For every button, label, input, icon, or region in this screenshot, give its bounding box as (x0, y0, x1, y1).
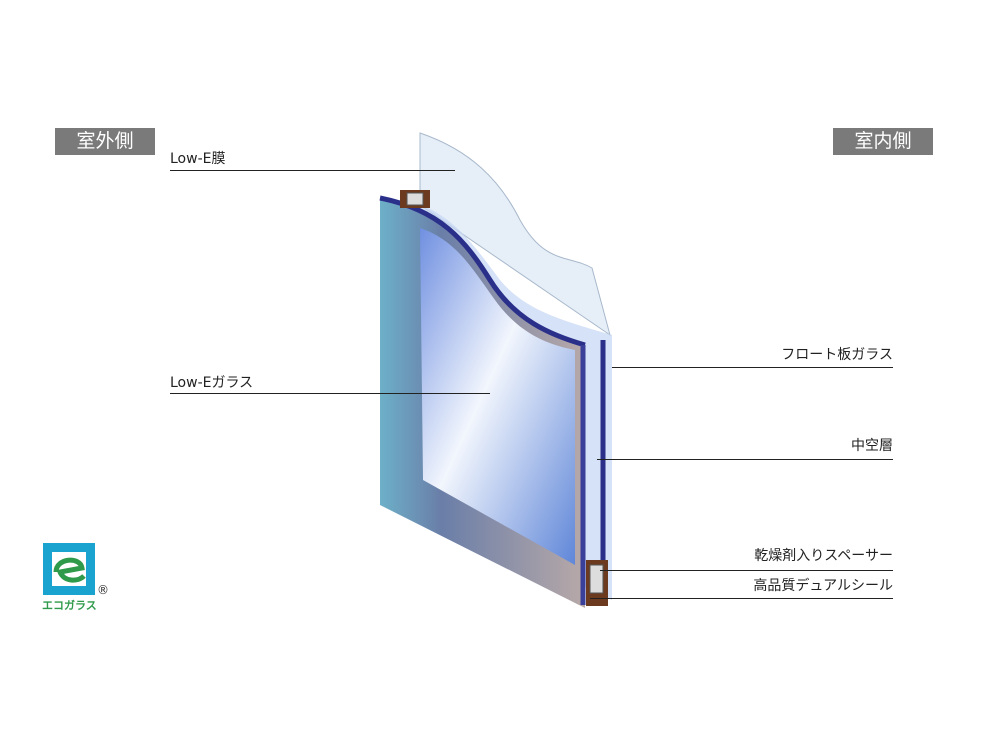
label-lowe-film: Low-E膜 (170, 151, 226, 167)
leader-lowe-film (170, 170, 455, 171)
label-hollow-layer: 中空層 (851, 438, 893, 454)
leader-seal (590, 598, 893, 599)
leader-spacer (600, 570, 893, 571)
label-seal: 高品質デュアルシール (753, 578, 893, 594)
leader-float-glass (612, 367, 893, 368)
label-float-glass: フロート板ガラス (781, 347, 893, 363)
lowe-film-pane (419, 132, 611, 337)
outdoor-side-tag: 室外側 (55, 128, 155, 155)
leader-lowe-glass (170, 393, 490, 394)
label-spacer: 乾燥剤入りスペーサー (754, 548, 893, 564)
label-lowe-glass: Low-Eガラス (170, 375, 254, 391)
indoor-side-tag: 室内側 (833, 128, 933, 155)
lowe-glass-opening (420, 228, 575, 565)
eco-glass-logo-text: エコガラス (42, 599, 97, 612)
registered-mark: ® (97, 583, 109, 597)
leader-hollow-layer (597, 459, 893, 460)
eco-glass-logo-icon (43, 543, 95, 595)
